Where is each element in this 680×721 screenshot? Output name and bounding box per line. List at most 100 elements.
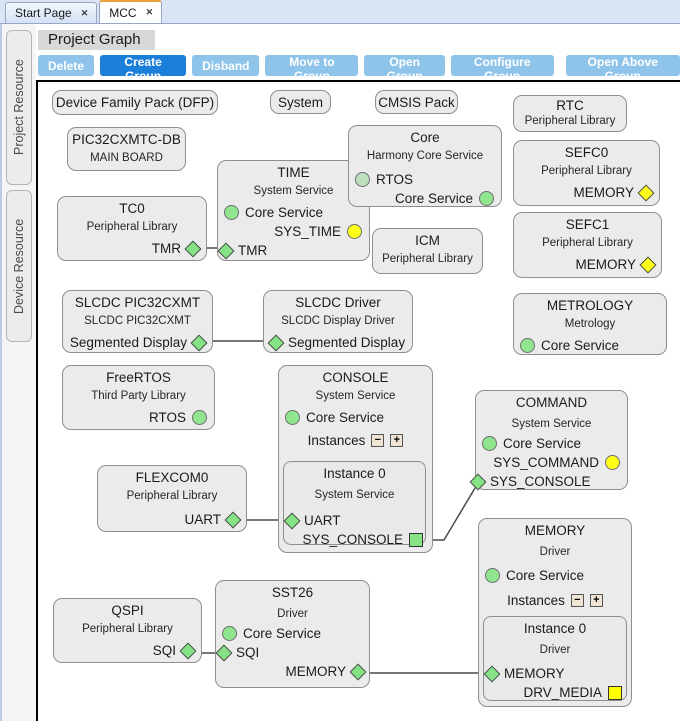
node-time[interactable]: TIME System Service Core Service SYS_TIM…: [217, 160, 370, 261]
port-label: SYS_CONSOLE: [490, 474, 591, 489]
tab-start-page-label: Start Page: [15, 6, 72, 20]
move-to-group-button[interactable]: Move to Group: [265, 55, 359, 83]
node-slcdc-driver[interactable]: SLCDC Driver SLCDC Display Driver Segmen…: [263, 290, 413, 353]
port-core-service[interactable]: Core Service: [279, 408, 432, 427]
yellow-square-icon: [608, 685, 622, 700]
port-segmented-display[interactable]: Segmented Display: [63, 333, 212, 352]
node-qspi[interactable]: QSPI Peripheral Library SQI: [53, 598, 202, 663]
port-memory[interactable]: MEMORY: [514, 255, 661, 274]
node-sefc0[interactable]: SEFC0 Peripheral Library MEMORY: [513, 140, 660, 206]
remove-instance-button[interactable]: −: [371, 434, 385, 447]
port-uart[interactable]: UART: [98, 510, 246, 529]
port-drv-media[interactable]: DRV_MEDIA: [484, 683, 626, 702]
create-group-button[interactable]: Create Group: [100, 55, 187, 83]
node-title: SEFC1: [565, 217, 610, 232]
pale-green-circle-icon: [355, 172, 370, 187]
green-diamond-icon: [184, 240, 202, 257]
node-title: CONSOLE: [322, 370, 389, 385]
configure-group-button[interactable]: Configure Group: [450, 55, 554, 83]
node-console-instance-0[interactable]: Instance 0 System Service UART SYS_CONSO…: [283, 461, 426, 547]
node-title: MEMORY: [524, 523, 586, 538]
port-core-service[interactable]: Core Service: [514, 336, 666, 355]
node-flexcom0[interactable]: FLEXCOM0 Peripheral Library UART: [97, 465, 247, 532]
port-core-service[interactable]: Core Service: [476, 434, 627, 453]
node-slcdc[interactable]: SLCDC PIC32CXMT SLCDC PIC32CXMT Segmente…: [62, 290, 213, 353]
green-diamond-icon: [224, 511, 242, 528]
node-subtitle: Third Party Library: [91, 390, 186, 402]
open-group-button[interactable]: Open Group: [364, 55, 445, 83]
node-system[interactable]: System: [270, 90, 331, 114]
node-title: COMMAND: [515, 395, 588, 410]
green-diamond-icon: [215, 644, 233, 661]
node-rtc[interactable]: RTC Peripheral Library: [513, 95, 627, 132]
node-title: CMSIS Pack: [378, 94, 455, 110]
port-core-service[interactable]: Core Service: [479, 566, 631, 585]
node-tc0[interactable]: TC0 Peripheral Library TMR: [57, 196, 207, 261]
node-command[interactable]: COMMAND System Service Core Service SYS_…: [469, 390, 628, 491]
port-label: Segmented Display: [69, 335, 187, 350]
port-tmr[interactable]: TMR: [58, 239, 206, 258]
port-tmr[interactable]: TMR: [217, 241, 369, 260]
port-label: MEMORY: [504, 666, 565, 681]
sidebar-tab-device-resource[interactable]: Device Resource: [6, 190, 32, 342]
port-memory[interactable]: MEMORY: [483, 664, 626, 683]
instances-row: Instances − +: [479, 591, 631, 610]
node-title: FreeRTOS: [106, 370, 171, 385]
add-instance-button[interactable]: +: [589, 594, 603, 607]
node-title: PIC32CXMTC-DB: [72, 132, 181, 147]
port-sys-console[interactable]: SYS_CONSOLE: [469, 472, 627, 491]
port-sys-console[interactable]: SYS_CONSOLE: [284, 530, 425, 549]
port-segmented-display[interactable]: Segmented Display: [264, 333, 412, 352]
close-icon[interactable]: ✕: [145, 7, 154, 17]
node-console[interactable]: CONSOLE System Service Core Service Inst…: [278, 365, 433, 553]
node-title: ICM: [415, 233, 440, 248]
close-icon[interactable]: ✕: [80, 7, 89, 18]
node-metrology[interactable]: METROLOGY Metrology Core Service: [513, 293, 667, 355]
green-circle-icon: [224, 205, 239, 220]
port-core-service[interactable]: Core Service: [218, 203, 369, 222]
node-cmsis-pack[interactable]: CMSIS Pack: [375, 90, 458, 114]
node-title: SEFC0: [564, 145, 609, 160]
remove-instance-button[interactable]: −: [570, 594, 584, 607]
tab-start-page[interactable]: Start Page ✕: [5, 2, 98, 23]
port-rtos[interactable]: RTOS: [349, 170, 501, 189]
port-memory[interactable]: MEMORY: [216, 662, 369, 681]
port-label: RTOS: [148, 410, 186, 425]
node-subtitle: Peripheral Library: [86, 221, 178, 233]
node-core[interactable]: Core Harmony Core Service RTOS Core Serv…: [348, 125, 502, 207]
node-title: TC0: [119, 201, 145, 216]
node-memory[interactable]: MEMORY Driver Core Service Instances − +…: [478, 518, 632, 707]
yellow-circle-icon: [347, 224, 362, 239]
port-sqi[interactable]: SQI: [215, 643, 369, 662]
sidebar-tab-project-resource[interactable]: Project Resource: [6, 30, 32, 185]
port-sqi[interactable]: SQI: [54, 641, 201, 660]
port-uart[interactable]: UART: [283, 511, 425, 530]
node-device-family-pack[interactable]: Device Family Pack (DFP): [52, 90, 218, 115]
port-sys-time[interactable]: SYS_TIME: [218, 222, 369, 241]
instances-label: Instances: [307, 433, 366, 448]
node-icm[interactable]: ICM Peripheral Library: [372, 228, 483, 274]
tab-mcc[interactable]: MCC ✕: [99, 0, 163, 23]
open-above-group-button[interactable]: Open Above Group: [565, 55, 680, 83]
node-sefc1[interactable]: SEFC1 Peripheral Library MEMORY: [513, 212, 662, 278]
delete-button[interactable]: Delete: [38, 55, 95, 76]
port-label: Core Service: [245, 205, 324, 220]
node-sst26[interactable]: SST26 Driver Core Service SQI MEMORY: [215, 580, 370, 688]
node-subtitle: Driver: [539, 546, 571, 558]
node-memory-instance-0[interactable]: Instance 0 Driver MEMORY DRV_MEDIA: [483, 616, 627, 701]
port-core-service[interactable]: Core Service: [349, 189, 501, 208]
instances-row: Instances − +: [279, 431, 432, 450]
port-rtos[interactable]: RTOS: [63, 408, 214, 427]
node-subtitle: Metrology: [564, 318, 616, 330]
port-label: SQI: [152, 643, 176, 658]
add-instance-button[interactable]: +: [390, 434, 404, 447]
node-pic32cxmtc-db[interactable]: PIC32CXMTC-DB MAIN BOARD: [67, 127, 186, 171]
port-core-service[interactable]: Core Service: [216, 624, 369, 643]
disband-button[interactable]: Disband: [192, 55, 260, 76]
port-memory[interactable]: MEMORY: [514, 183, 659, 202]
green-circle-icon: [520, 338, 535, 353]
green-diamond-icon: [469, 473, 487, 490]
node-freertos[interactable]: FreeRTOS Third Party Library RTOS: [62, 365, 215, 430]
port-label: SYS_TIME: [274, 224, 341, 239]
port-sys-command[interactable]: SYS_COMMAND: [476, 453, 627, 472]
